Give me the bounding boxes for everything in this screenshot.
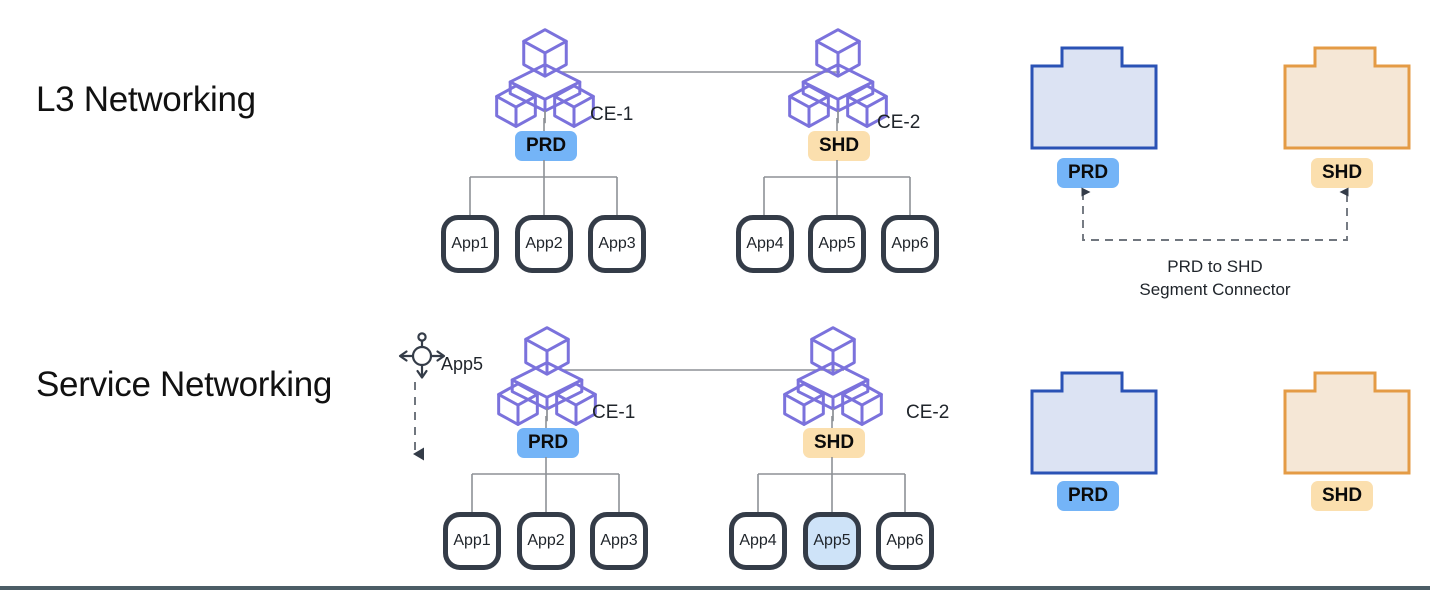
cluster-interconnect-link [560, 71, 840, 73]
app-node-label: App5 [818, 235, 856, 252]
section-title-l3-networking: L3 Networking [36, 80, 256, 119]
cluster-label-ce-1: CE-1 [592, 402, 636, 423]
app-node-label: App6 [886, 532, 924, 549]
app-node[interactable]: App6 [876, 512, 934, 570]
segment-shape-shd [1283, 371, 1411, 475]
segment-badge-shd[interactable]: SHD [1311, 481, 1374, 512]
cluster-cubes-icon [495, 28, 595, 128]
app-node-label: App4 [739, 532, 777, 549]
app-node[interactable]: App3 [590, 512, 648, 570]
app-node-label: App1 [453, 532, 491, 549]
segment-badge-prd[interactable]: PRD [515, 131, 578, 162]
cluster-label-ce-1: CE-1 [590, 104, 634, 125]
segment-shape-prd [1030, 46, 1158, 150]
segment-badge-shd[interactable]: SHD [1311, 158, 1374, 189]
dashed-down-arrow-icon [413, 382, 424, 461]
cluster-label-ce-2: CE-2 [877, 112, 921, 133]
segment-badge-shd[interactable]: SHD [803, 428, 866, 459]
service-endpoint-icon [398, 332, 446, 379]
segment-badge-prd[interactable]: PRD [517, 428, 580, 459]
app-node-label: App2 [527, 532, 565, 549]
segment-shape-shd [1283, 46, 1411, 150]
app-fanout-tree-shd [757, 457, 906, 515]
app-node[interactable]: App2 [517, 512, 575, 570]
service-endpoint-label: App5 [441, 354, 484, 374]
app-node-label: App3 [600, 532, 638, 549]
segment-badge-shd[interactable]: SHD [808, 131, 871, 162]
segment-connector-label: PRD to SHD Segment Connector [1085, 256, 1345, 302]
app-fanout-tree-prd [469, 160, 618, 218]
app-node[interactable]: App5 [803, 512, 861, 570]
segment-connector-label-line1: PRD to SHD [1167, 257, 1263, 276]
app-node-label: App2 [525, 235, 563, 252]
segment-badge-prd[interactable]: PRD [1057, 158, 1120, 189]
app-node[interactable]: App1 [441, 215, 499, 273]
app-fanout-tree-prd [471, 457, 620, 515]
app-node[interactable]: App4 [729, 512, 787, 570]
cluster-cubes-icon [788, 28, 888, 128]
segment-connector-label-line2: Segment Connector [1139, 279, 1291, 299]
segment-badge-prd[interactable]: PRD [1057, 481, 1120, 512]
app-node[interactable]: App3 [588, 215, 646, 273]
section-title-service-networking: Service Networking [36, 365, 333, 404]
bottom-divider [0, 586, 1430, 590]
app-fanout-tree-shd [763, 160, 911, 218]
app-node-label: App1 [451, 235, 489, 252]
app-node-label: App4 [746, 235, 784, 252]
cluster-cubes-icon [497, 326, 597, 426]
app-node[interactable]: App2 [515, 215, 573, 273]
segment-shape-prd [1030, 371, 1158, 475]
app-node[interactable]: App5 [808, 215, 866, 273]
app-node[interactable]: App6 [881, 215, 939, 273]
cluster-interconnect-link [562, 369, 844, 371]
app-node[interactable]: App1 [443, 512, 501, 570]
app-node-label: App3 [598, 235, 636, 252]
app-node-label: App5 [813, 532, 851, 549]
segment-connector-dashed-path [1081, 187, 1349, 241]
app-node-label: App6 [891, 235, 929, 252]
app-node[interactable]: App4 [736, 215, 794, 273]
cluster-label-ce-2: CE-2 [906, 402, 950, 423]
cluster-cubes-icon [783, 326, 883, 426]
